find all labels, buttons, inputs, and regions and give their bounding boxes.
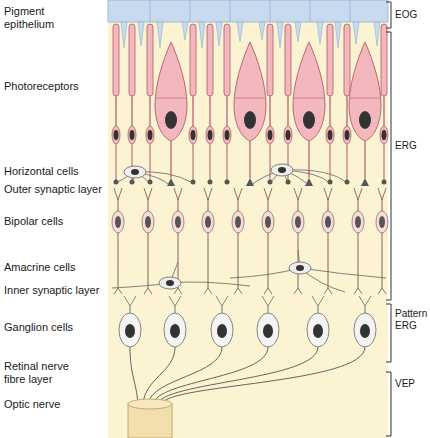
amacrine-cell [159, 277, 181, 289]
pigment-epithelium-band [108, 0, 388, 22]
bipolar-cell [352, 188, 364, 294]
cone-cell [293, 42, 325, 186]
bipolar-cell [262, 188, 274, 294]
ganglion-cell [257, 296, 279, 347]
optic-nerve-end [128, 399, 172, 409]
test-label: EOG [395, 9, 430, 21]
retina-background [108, 0, 388, 438]
rod-cell [266, 24, 274, 185]
cell-nucleus [278, 167, 286, 173]
ganglion-cell [164, 296, 186, 347]
ganglion-cell [354, 296, 376, 347]
ganglion-cell [307, 296, 329, 347]
layer-label: Amacrine cells [4, 261, 104, 274]
pigment-cell-borders [150, 0, 350, 22]
rod-cell [146, 24, 154, 185]
bipolar-cell [142, 188, 154, 294]
layer-label: Bipolar cells [4, 215, 104, 228]
layer-label: Ganglion cells [4, 321, 104, 334]
test-label: VEP [395, 378, 430, 390]
ganglion-cell [119, 296, 141, 347]
bipolar-cell [292, 188, 304, 294]
layer-label: Retinal nerve fibre layer [4, 360, 84, 386]
bipolar-cell [322, 188, 334, 294]
ganglion-cells [119, 296, 376, 347]
nerve-fibres [130, 347, 365, 404]
layer-label: Inner synaptic layer [4, 284, 108, 297]
rod-cell [206, 24, 214, 185]
cone-cell [155, 42, 187, 186]
cell-nucleus [296, 265, 304, 271]
cell-nucleus [166, 280, 174, 286]
bipolar-cell [112, 188, 124, 294]
rod-cell [223, 24, 231, 185]
cones [155, 42, 381, 186]
cell-nucleus [131, 169, 139, 175]
test-label: ERG [395, 140, 430, 152]
rod-cell [326, 24, 334, 185]
horizontal-cell [124, 166, 146, 178]
bipolar-cell [202, 188, 214, 294]
rod-cell [112, 24, 120, 185]
bipolar-cell [376, 188, 388, 294]
test-brackets [386, 2, 391, 436]
layer-label: Horizontal cells [4, 165, 108, 178]
bipolar-cells [112, 188, 388, 294]
layer-label: Pigment epithelium [4, 5, 84, 31]
layer-label: Photoreceptors [4, 80, 104, 93]
amacrine-cell [289, 262, 311, 274]
ganglion-cell [211, 296, 233, 347]
rod-cell [128, 24, 136, 185]
rod-cell [189, 24, 197, 185]
amacrine-cell-processes [112, 250, 386, 292]
horizontal-cell [271, 164, 293, 176]
test-label: Pattern ERG [395, 308, 430, 332]
cone-cell [234, 42, 266, 186]
horizontal-cell-dendrites [116, 170, 347, 186]
rod-cell [284, 24, 292, 185]
cone-cell [349, 42, 381, 186]
layer-label: Optic nerve [4, 398, 104, 411]
layer-label: Outer synaptic layer [4, 183, 116, 196]
